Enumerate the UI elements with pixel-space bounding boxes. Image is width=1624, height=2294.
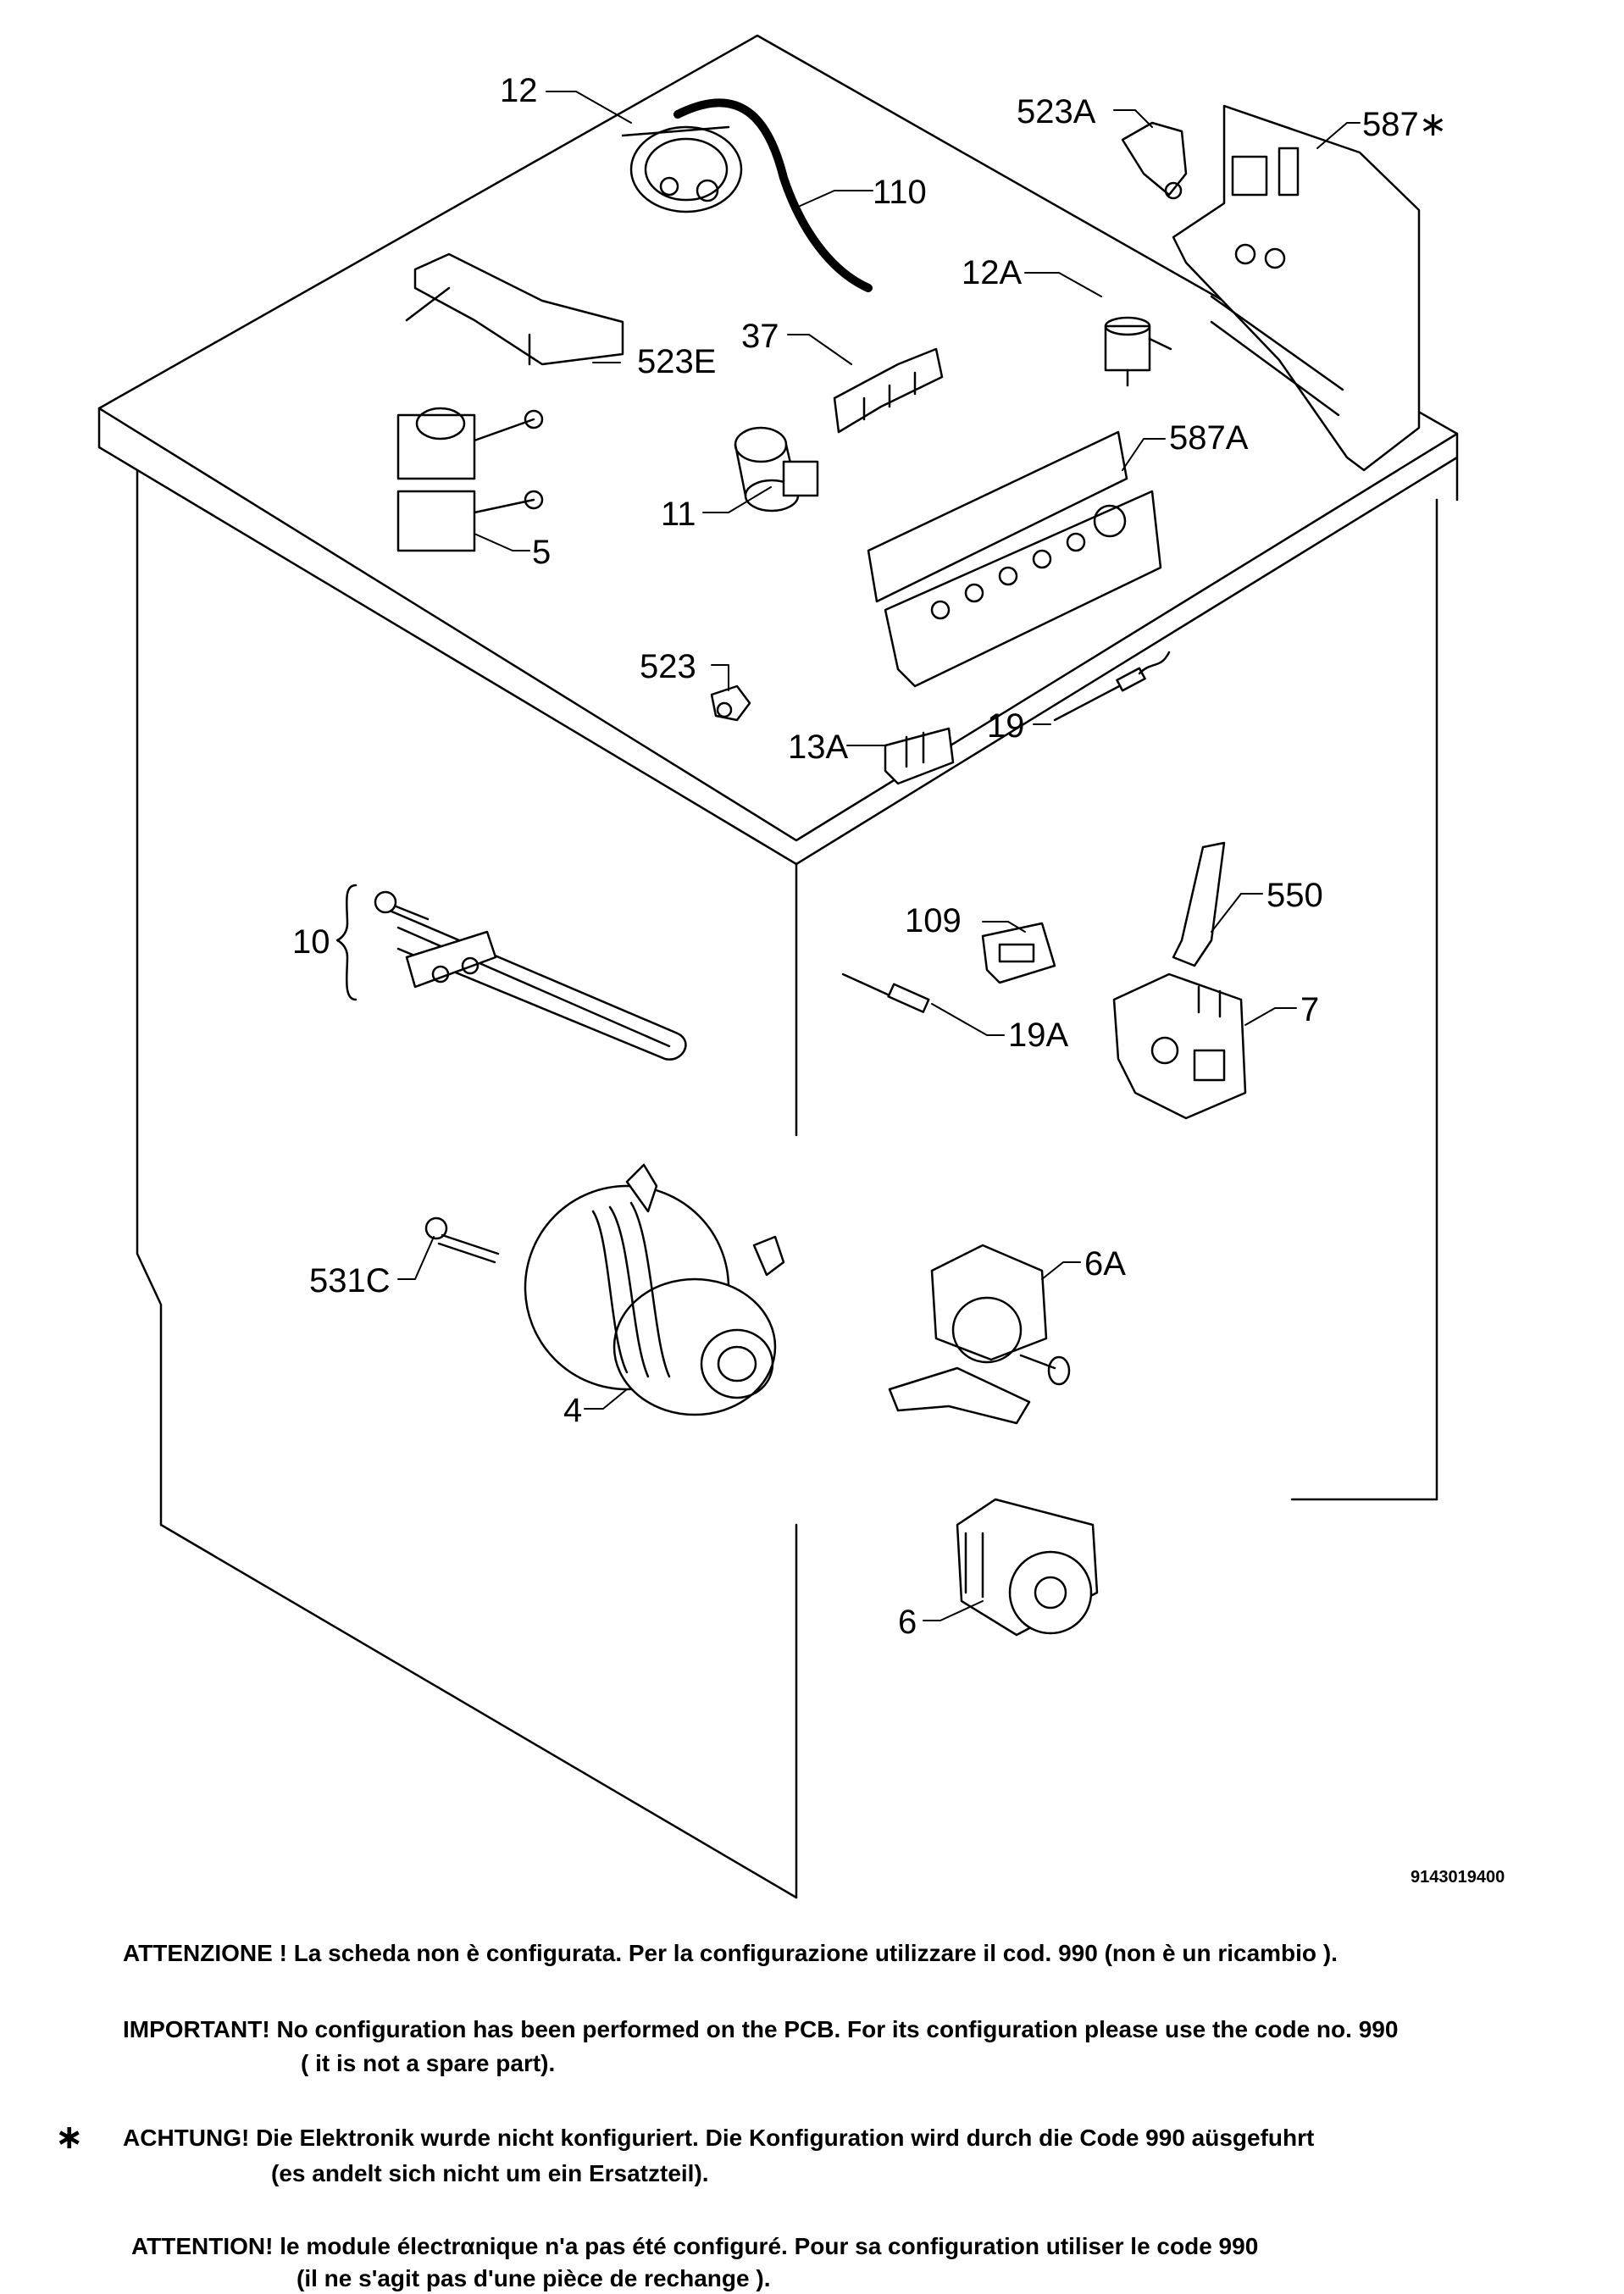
label-37: 37	[741, 318, 779, 355]
part-5-solenoid-valve	[396, 407, 544, 552]
label-4: 4	[563, 1392, 582, 1429]
part-19a-sensor	[841, 972, 930, 1013]
label-587a: 587A	[1169, 419, 1249, 457]
note-french-line2: (il ne s'agit pas d'une pièce de rechang…	[297, 2265, 771, 2291]
label-109: 109	[905, 902, 962, 939]
part-587a-display-board	[867, 430, 1162, 688]
label-550: 550	[1266, 877, 1323, 914]
part-6a-drain-pump	[888, 1244, 1071, 1425]
label-523a: 523A	[1017, 93, 1096, 130]
part-4-motor	[524, 1163, 785, 1416]
part-12-pressure-switch	[621, 125, 743, 213]
note-german-line2: (es andelt sich nicht um ein Ersatzteil)…	[271, 2160, 709, 2186]
exploded-parts-diagram: 12 110 523E 37 12A 523A 587∗ 587A 11 5 5…	[97, 34, 1505, 1899]
label-531c: 531C	[309, 1262, 391, 1299]
label-7: 7	[1300, 991, 1319, 1028]
part-12a-pressure-switch	[1104, 316, 1172, 387]
part-10-heating-element	[335, 884, 687, 1061]
part-13a-connector	[884, 727, 955, 785]
label-13a: 13A	[788, 729, 848, 766]
label-523e: 523E	[637, 343, 716, 380]
part-550-door-lever	[1172, 841, 1226, 967]
leader-lines	[397, 91, 1361, 1621]
label-523: 523	[640, 648, 696, 685]
part-531c-screw	[424, 1216, 500, 1264]
part-523-clip	[710, 684, 751, 722]
label-10: 10	[292, 923, 330, 961]
label-19: 19	[987, 707, 1025, 745]
part-109-cover	[981, 922, 1056, 984]
label-5: 5	[532, 534, 551, 571]
label-587: 587∗	[1362, 106, 1447, 143]
note-french-line1: ATTENTION! le module électrαnique n'a pa…	[131, 2233, 1259, 2259]
part-6-drain-pump	[956, 1498, 1099, 1637]
label-19a: 19A	[1008, 1017, 1068, 1054]
label-11: 11	[661, 496, 696, 533]
part-37-terminal-block	[833, 347, 944, 434]
label-110: 110	[873, 174, 927, 211]
part-587-control-module	[1172, 104, 1421, 472]
configuration-notes: ATTENZIONE ! La scheda non è configurata…	[0, 1914, 1624, 2294]
label-12a: 12A	[962, 254, 1022, 291]
part-110-hose	[673, 98, 873, 292]
part-523a-lever	[1121, 121, 1188, 200]
label-6a: 6A	[1084, 1245, 1126, 1283]
part-523e-bracket	[405, 252, 624, 366]
part-labels: 12 110 523E 37 12A 523A 587∗ 587A 11 5 5…	[292, 72, 1505, 1887]
drawing-number: 9143019400	[1411, 1868, 1505, 1887]
part-19-sensor	[1053, 651, 1171, 722]
part-11-capacitor	[734, 426, 819, 513]
note-english-line1: IMPORTANT! No configuration has been per…	[123, 2016, 1399, 2042]
label-6: 6	[898, 1604, 917, 1641]
asterisk-marker: ∗	[55, 2118, 84, 2157]
label-12: 12	[500, 72, 538, 109]
note-german-line1: ACHTUNG! Die Elektronik wurde nicht konf…	[123, 2125, 1315, 2151]
note-italian: ATTENZIONE ! La scheda non è configurata…	[123, 1940, 1338, 1966]
note-english-line2: ( it is not a spare part).	[301, 2050, 556, 2076]
part-7-door-lock	[1112, 972, 1247, 1120]
